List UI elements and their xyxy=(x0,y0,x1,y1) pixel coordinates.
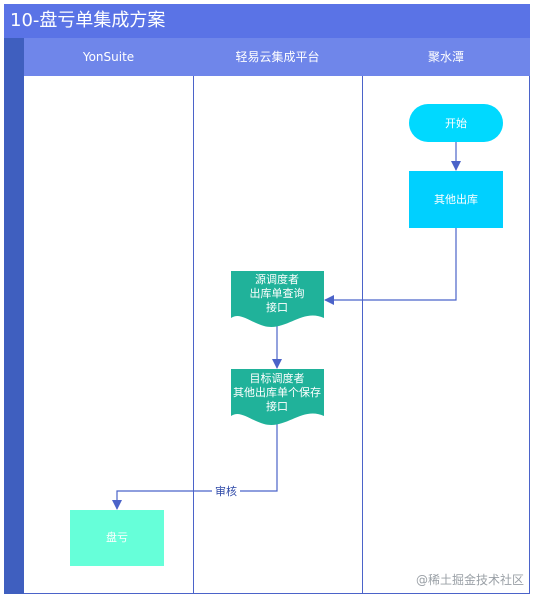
left-strip xyxy=(4,38,24,594)
lane-header-jushuitan: 聚水潭 xyxy=(362,38,530,76)
node-other-outbound xyxy=(409,171,503,228)
node-target-scheduler-line-2: 其他出库单个保存 xyxy=(233,385,321,399)
node-source-scheduler-line-3: 接口 xyxy=(266,301,288,314)
lane-header-yonsuite: YonSuite xyxy=(24,38,193,76)
edge-other-outbound-to-source-scheduler xyxy=(324,228,457,305)
lane-divider-1 xyxy=(193,76,194,594)
node-source-scheduler-line-1: 源调度者 xyxy=(255,272,299,286)
node-start-label: 开始 xyxy=(445,116,467,130)
node-inventory-loss xyxy=(70,510,164,566)
node-other-outbound-label: 其他出库 xyxy=(434,192,478,206)
node-source-scheduler xyxy=(231,271,324,327)
edge-target-scheduler-to-inventory-loss xyxy=(112,420,278,510)
lane-divider-2 xyxy=(362,76,363,594)
watermark: @稀土掘金技术社区 xyxy=(416,573,525,587)
node-target-scheduler xyxy=(231,369,324,425)
node-inventory-loss-label: 盘亏 xyxy=(106,530,128,544)
node-target-scheduler-line-3: 接口 xyxy=(266,400,288,413)
edge-label-audit: 审核 xyxy=(215,484,237,498)
node-start xyxy=(409,104,503,142)
node-source-scheduler-line-2: 出库单查询 xyxy=(250,286,305,300)
node-target-scheduler-line-1: 目标调度者 xyxy=(250,371,305,385)
lane-header-integration-platform: 轻易云集成平台 xyxy=(193,38,362,76)
diagram-title: 10-盘亏单集成方案 xyxy=(4,4,530,38)
